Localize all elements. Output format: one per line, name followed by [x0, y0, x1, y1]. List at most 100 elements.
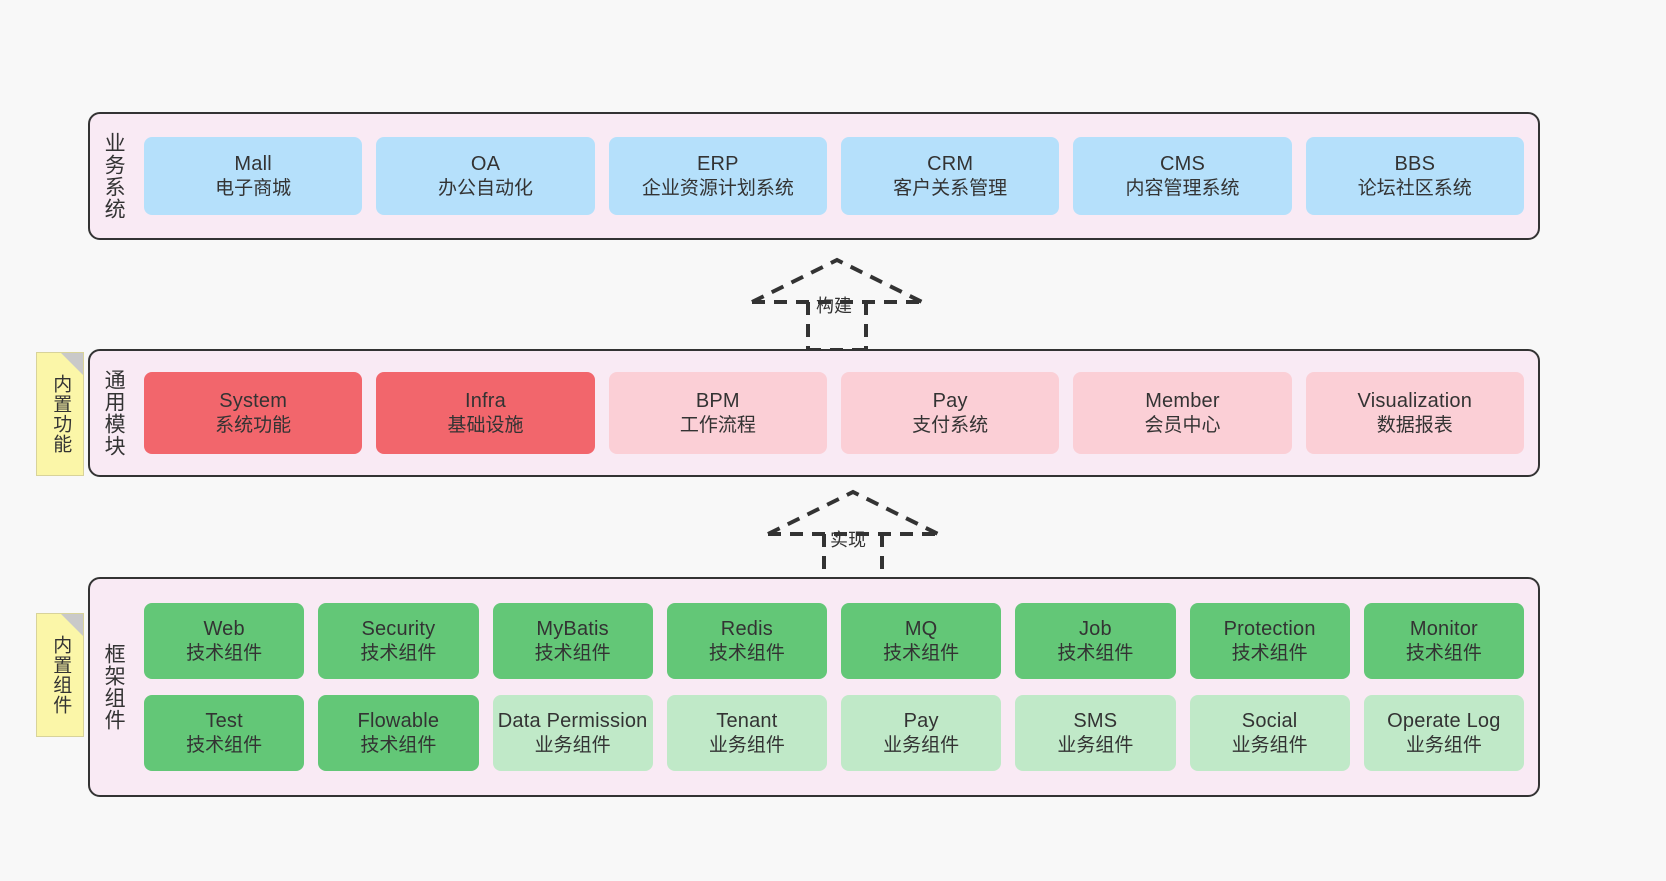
card-en-label: Protection	[1223, 618, 1316, 641]
card-cn-label: 技术组件	[360, 734, 437, 756]
connector-build: 构建	[742, 252, 932, 352]
business-layer-title: 业务系统	[102, 132, 126, 220]
card-en-label: Visualization	[1357, 390, 1473, 413]
card-cn-label: 支付系统	[912, 414, 989, 436]
framework-card-web[interactable]: Web 技术组件	[144, 603, 305, 679]
card-en-label: ERP	[696, 153, 739, 176]
card-en-label: Redis	[720, 618, 773, 641]
card-en-label: MQ	[904, 618, 938, 641]
card-en-label: Security	[361, 618, 436, 641]
note-builtin-functions: 内置功能	[36, 352, 84, 476]
module-card-infra[interactable]: Infra 基础设施	[376, 372, 595, 454]
card-en-label: CRM	[927, 153, 974, 176]
card-cn-label: 业务组件	[1231, 734, 1308, 756]
card-cn-label: 电子商城	[215, 177, 292, 199]
card-cn-label: 会员中心	[1144, 414, 1221, 436]
card-cn-label: 数据报表	[1376, 414, 1453, 436]
framework-layer-title: 框架组件	[102, 643, 126, 731]
card-en-label: OA	[470, 153, 501, 176]
framework-card-flowable[interactable]: Flowable 技术组件	[318, 695, 479, 771]
framework-card-mybatis[interactable]: MyBatis 技术组件	[492, 603, 653, 679]
card-cn-label: 内容管理系统	[1125, 177, 1240, 199]
card-cn-label: 技术组件	[1405, 642, 1482, 664]
card-cn-label: 业务组件	[708, 734, 785, 756]
card-en-label: Infra	[464, 390, 506, 413]
business-card-oa[interactable]: OA 办公自动化	[376, 137, 595, 215]
framework-row-business: Test 技术组件 Flowable 技术组件 Data Permission …	[144, 695, 1524, 771]
framework-card-operate-log[interactable]: Operate Log 业务组件	[1363, 695, 1524, 771]
card-en-label: Operate Log	[1387, 710, 1501, 733]
card-cn-label: 技术组件	[708, 642, 785, 664]
connector-build-label: 构建	[816, 296, 852, 316]
framework-card-job[interactable]: Job 技术组件	[1015, 603, 1176, 679]
card-en-label: SMS	[1073, 710, 1118, 733]
framework-card-security[interactable]: Security 技术组件	[318, 603, 479, 679]
card-en-label: CMS	[1159, 153, 1205, 176]
framework-card-sms[interactable]: SMS 业务组件	[1015, 695, 1176, 771]
module-card-pay[interactable]: Pay 支付系统	[840, 372, 1060, 454]
card-cn-label: 业务组件	[534, 734, 611, 756]
card-cn-label: 业务组件	[1057, 734, 1134, 756]
card-en-label: Flowable	[357, 710, 440, 733]
business-card-erp[interactable]: ERP 企业资源计划系统	[608, 137, 827, 215]
card-en-label: MyBatis	[536, 618, 609, 641]
card-cn-label: 技术组件	[186, 642, 263, 664]
module-card-visualization[interactable]: Visualization 数据报表	[1305, 372, 1524, 454]
framework-card-data-permission[interactable]: Data Permission 业务组件	[492, 695, 653, 771]
connector-realize: 实现	[758, 484, 948, 584]
framework-row-technical: Web 技术组件 Security 技术组件 MyBatis 技术组件 Redi…	[144, 603, 1524, 679]
card-en-label: Member	[1145, 390, 1220, 413]
connector-realize-label: 实现	[830, 530, 866, 550]
card-en-label: BBS	[1394, 153, 1436, 176]
framework-card-test[interactable]: Test 技术组件	[144, 695, 305, 771]
card-en-label: Social	[1241, 710, 1298, 733]
framework-layer-body: Web 技术组件 Security 技术组件 MyBatis 技术组件 Redi…	[136, 579, 1538, 795]
card-cn-label: 系统功能	[215, 414, 292, 436]
card-cn-label: 技术组件	[360, 642, 437, 664]
business-layer-body: Mall 电子商城 OA 办公自动化 ERP 企业资源计划系统 CRM 客户关系…	[136, 114, 1538, 238]
card-en-label: Job	[1078, 618, 1112, 641]
card-en-label: Pay	[932, 390, 968, 413]
card-cn-label: 技术组件	[883, 642, 960, 664]
framework-card-monitor[interactable]: Monitor 技术组件	[1363, 603, 1524, 679]
card-cn-label: 论坛社区系统	[1357, 177, 1472, 199]
module-layer-body: System 系统功能 Infra 基础设施 BPM 工作流程 Pay 支付系统…	[136, 351, 1538, 475]
card-en-label: BPM	[695, 390, 740, 413]
card-en-label: Monitor	[1409, 618, 1478, 641]
module-card-member[interactable]: Member 会员中心	[1073, 372, 1292, 454]
card-cn-label: 工作流程	[679, 414, 756, 436]
business-card-mall[interactable]: Mall 电子商城	[144, 137, 363, 215]
framework-card-social[interactable]: Social 业务组件	[1189, 695, 1350, 771]
framework-card-mq[interactable]: MQ 技术组件	[841, 603, 1002, 679]
business-layer: 业务系统 Mall 电子商城 OA 办公自动化 ERP 企业资源计划系统 CRM…	[88, 112, 1540, 240]
card-cn-label: 客户关系管理	[893, 177, 1008, 199]
framework-card-redis[interactable]: Redis 技术组件	[666, 603, 827, 679]
card-cn-label: 技术组件	[1231, 642, 1308, 664]
card-cn-label: 技术组件	[186, 734, 263, 756]
card-en-label: Mall	[234, 153, 272, 176]
framework-card-pay[interactable]: Pay 业务组件	[841, 695, 1002, 771]
card-cn-label: 业务组件	[1405, 734, 1482, 756]
framework-layer: 框架组件 Web 技术组件 Security 技术组件 MyBatis 技术组件…	[88, 577, 1540, 797]
module-card-system[interactable]: System 系统功能	[144, 372, 363, 454]
card-en-label: Pay	[903, 710, 939, 733]
card-en-label: Data Permission	[497, 710, 648, 733]
business-card-bbs[interactable]: BBS 论坛社区系统	[1305, 137, 1524, 215]
card-cn-label: 企业资源计划系统	[641, 177, 794, 199]
business-card-crm[interactable]: CRM 客户关系管理	[840, 137, 1060, 215]
card-cn-label: 业务组件	[883, 734, 960, 756]
card-cn-label: 技术组件	[534, 642, 611, 664]
card-cn-label: 技术组件	[1057, 642, 1134, 664]
business-card-cms[interactable]: CMS 内容管理系统	[1073, 137, 1292, 215]
framework-card-protection[interactable]: Protection 技术组件	[1189, 603, 1350, 679]
module-layer: 通用模块 System 系统功能 Infra 基础设施 BPM 工作流程 Pay…	[88, 349, 1540, 477]
framework-card-tenant[interactable]: Tenant 业务组件	[666, 695, 827, 771]
card-cn-label: 办公自动化	[437, 177, 533, 199]
card-cn-label: 基础设施	[447, 414, 524, 436]
card-en-label: Test	[205, 710, 243, 733]
module-layer-title: 通用模块	[102, 369, 126, 457]
module-card-bpm[interactable]: BPM 工作流程	[608, 372, 827, 454]
note-builtin-components: 内置组件	[36, 613, 84, 737]
card-en-label: Tenant	[716, 710, 778, 733]
